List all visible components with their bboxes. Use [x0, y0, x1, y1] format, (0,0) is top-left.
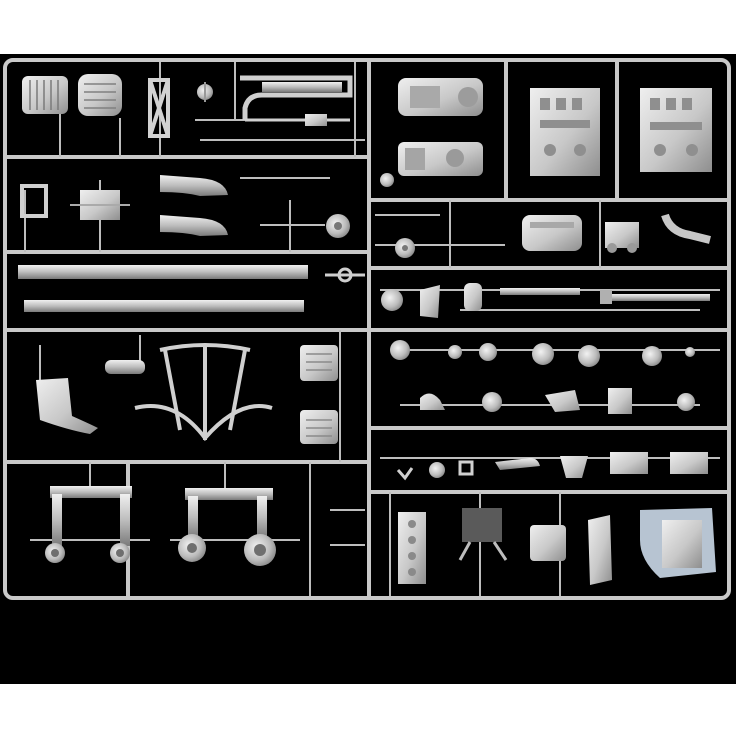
- part-carburetor: [530, 525, 566, 561]
- part-oil-pan: [522, 215, 582, 251]
- part-cylinder-head: [398, 512, 426, 584]
- part-motor-housing-a: [22, 76, 68, 114]
- part-rear-suspension: [178, 488, 276, 566]
- part-motor-housing-b: [78, 74, 122, 116]
- part-seat-panel-b: [300, 410, 338, 444]
- part-transmission-b: [398, 142, 483, 176]
- part-driveshaft: [500, 288, 710, 304]
- part-pump-bracket: [605, 222, 639, 253]
- part-roll-cage: [134, 343, 273, 442]
- part-intake-manifold: [36, 378, 98, 434]
- sprue-frame: [3, 58, 731, 600]
- part-sill-long-b: [24, 300, 304, 312]
- top-white-band: [0, 0, 736, 54]
- part-gearbox-clear: [640, 508, 716, 578]
- bottom-white-band: [0, 684, 736, 736]
- part-round-knob: [380, 173, 394, 187]
- part-square-frame: [20, 184, 48, 218]
- part-exhaust-tip-a: [160, 175, 228, 196]
- part-exhaust-pipe-short: [105, 360, 145, 374]
- part-transmission-a: [398, 78, 483, 116]
- part-alternator: [545, 388, 695, 414]
- part-clip: [325, 267, 365, 283]
- part-exhaust-tip-b: [160, 215, 228, 236]
- part-arm-bracket: [588, 515, 612, 585]
- part-shock-small: [464, 283, 482, 311]
- part-box-bracket: [70, 190, 130, 220]
- part-engine-block-b: [640, 88, 712, 172]
- part-ball-knob: [429, 462, 445, 478]
- part-sill-long-a: [18, 265, 308, 279]
- part-elbow-pipe: [495, 458, 540, 470]
- part-hose-bend: [661, 213, 711, 244]
- part-engine-block-a: [530, 88, 600, 176]
- part-linkage: [245, 114, 350, 126]
- part-turbo-housing: [381, 289, 403, 311]
- part-frame-bracket: [148, 78, 170, 138]
- part-bracket-plate: [420, 285, 440, 318]
- part-plate-trio: [560, 452, 708, 478]
- part-gear-wheel: [395, 238, 415, 258]
- part-front-suspension: [45, 486, 132, 563]
- part-long-pipe: [240, 75, 353, 120]
- part-small-gear: [197, 82, 213, 102]
- part-fan-wheel: [326, 214, 350, 238]
- part-pulley-row: [390, 340, 695, 367]
- part-small-lever: [396, 460, 474, 481]
- part-seat-frame: [458, 508, 508, 561]
- part-seat-panel-a: [300, 345, 338, 381]
- part-water-pump: [420, 392, 502, 412]
